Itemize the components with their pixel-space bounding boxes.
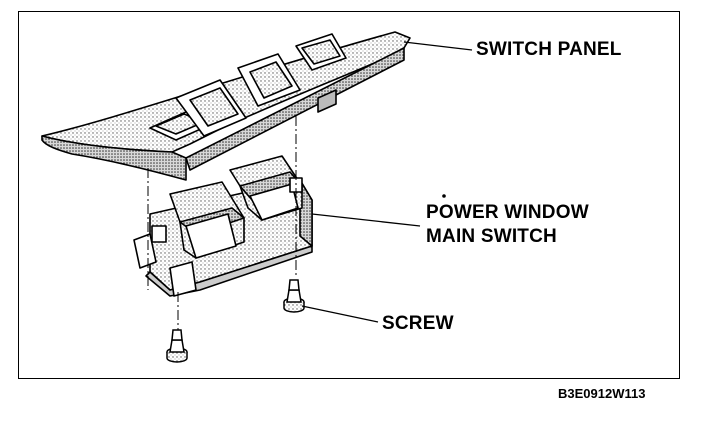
main-switch-part xyxy=(133,155,313,297)
figure-code: B3E0912W113 xyxy=(558,386,646,401)
switch-panel-label: SWITCH PANEL xyxy=(476,39,622,60)
power-window-label-line2: MAIN SWITCH xyxy=(426,226,557,247)
power-window-label-line1: POWER WINDOW xyxy=(426,202,589,223)
switch-panel-part xyxy=(41,31,411,181)
power-window-main-switch-label: POWER WINDOW MAIN SWITCH xyxy=(426,201,589,249)
alignment-lines xyxy=(147,116,297,330)
screw-label: SCREW xyxy=(382,313,454,334)
reference-dot xyxy=(442,194,446,198)
screw-right-part xyxy=(283,279,305,313)
leader-lines xyxy=(301,41,473,323)
screw-left-part xyxy=(166,329,188,363)
